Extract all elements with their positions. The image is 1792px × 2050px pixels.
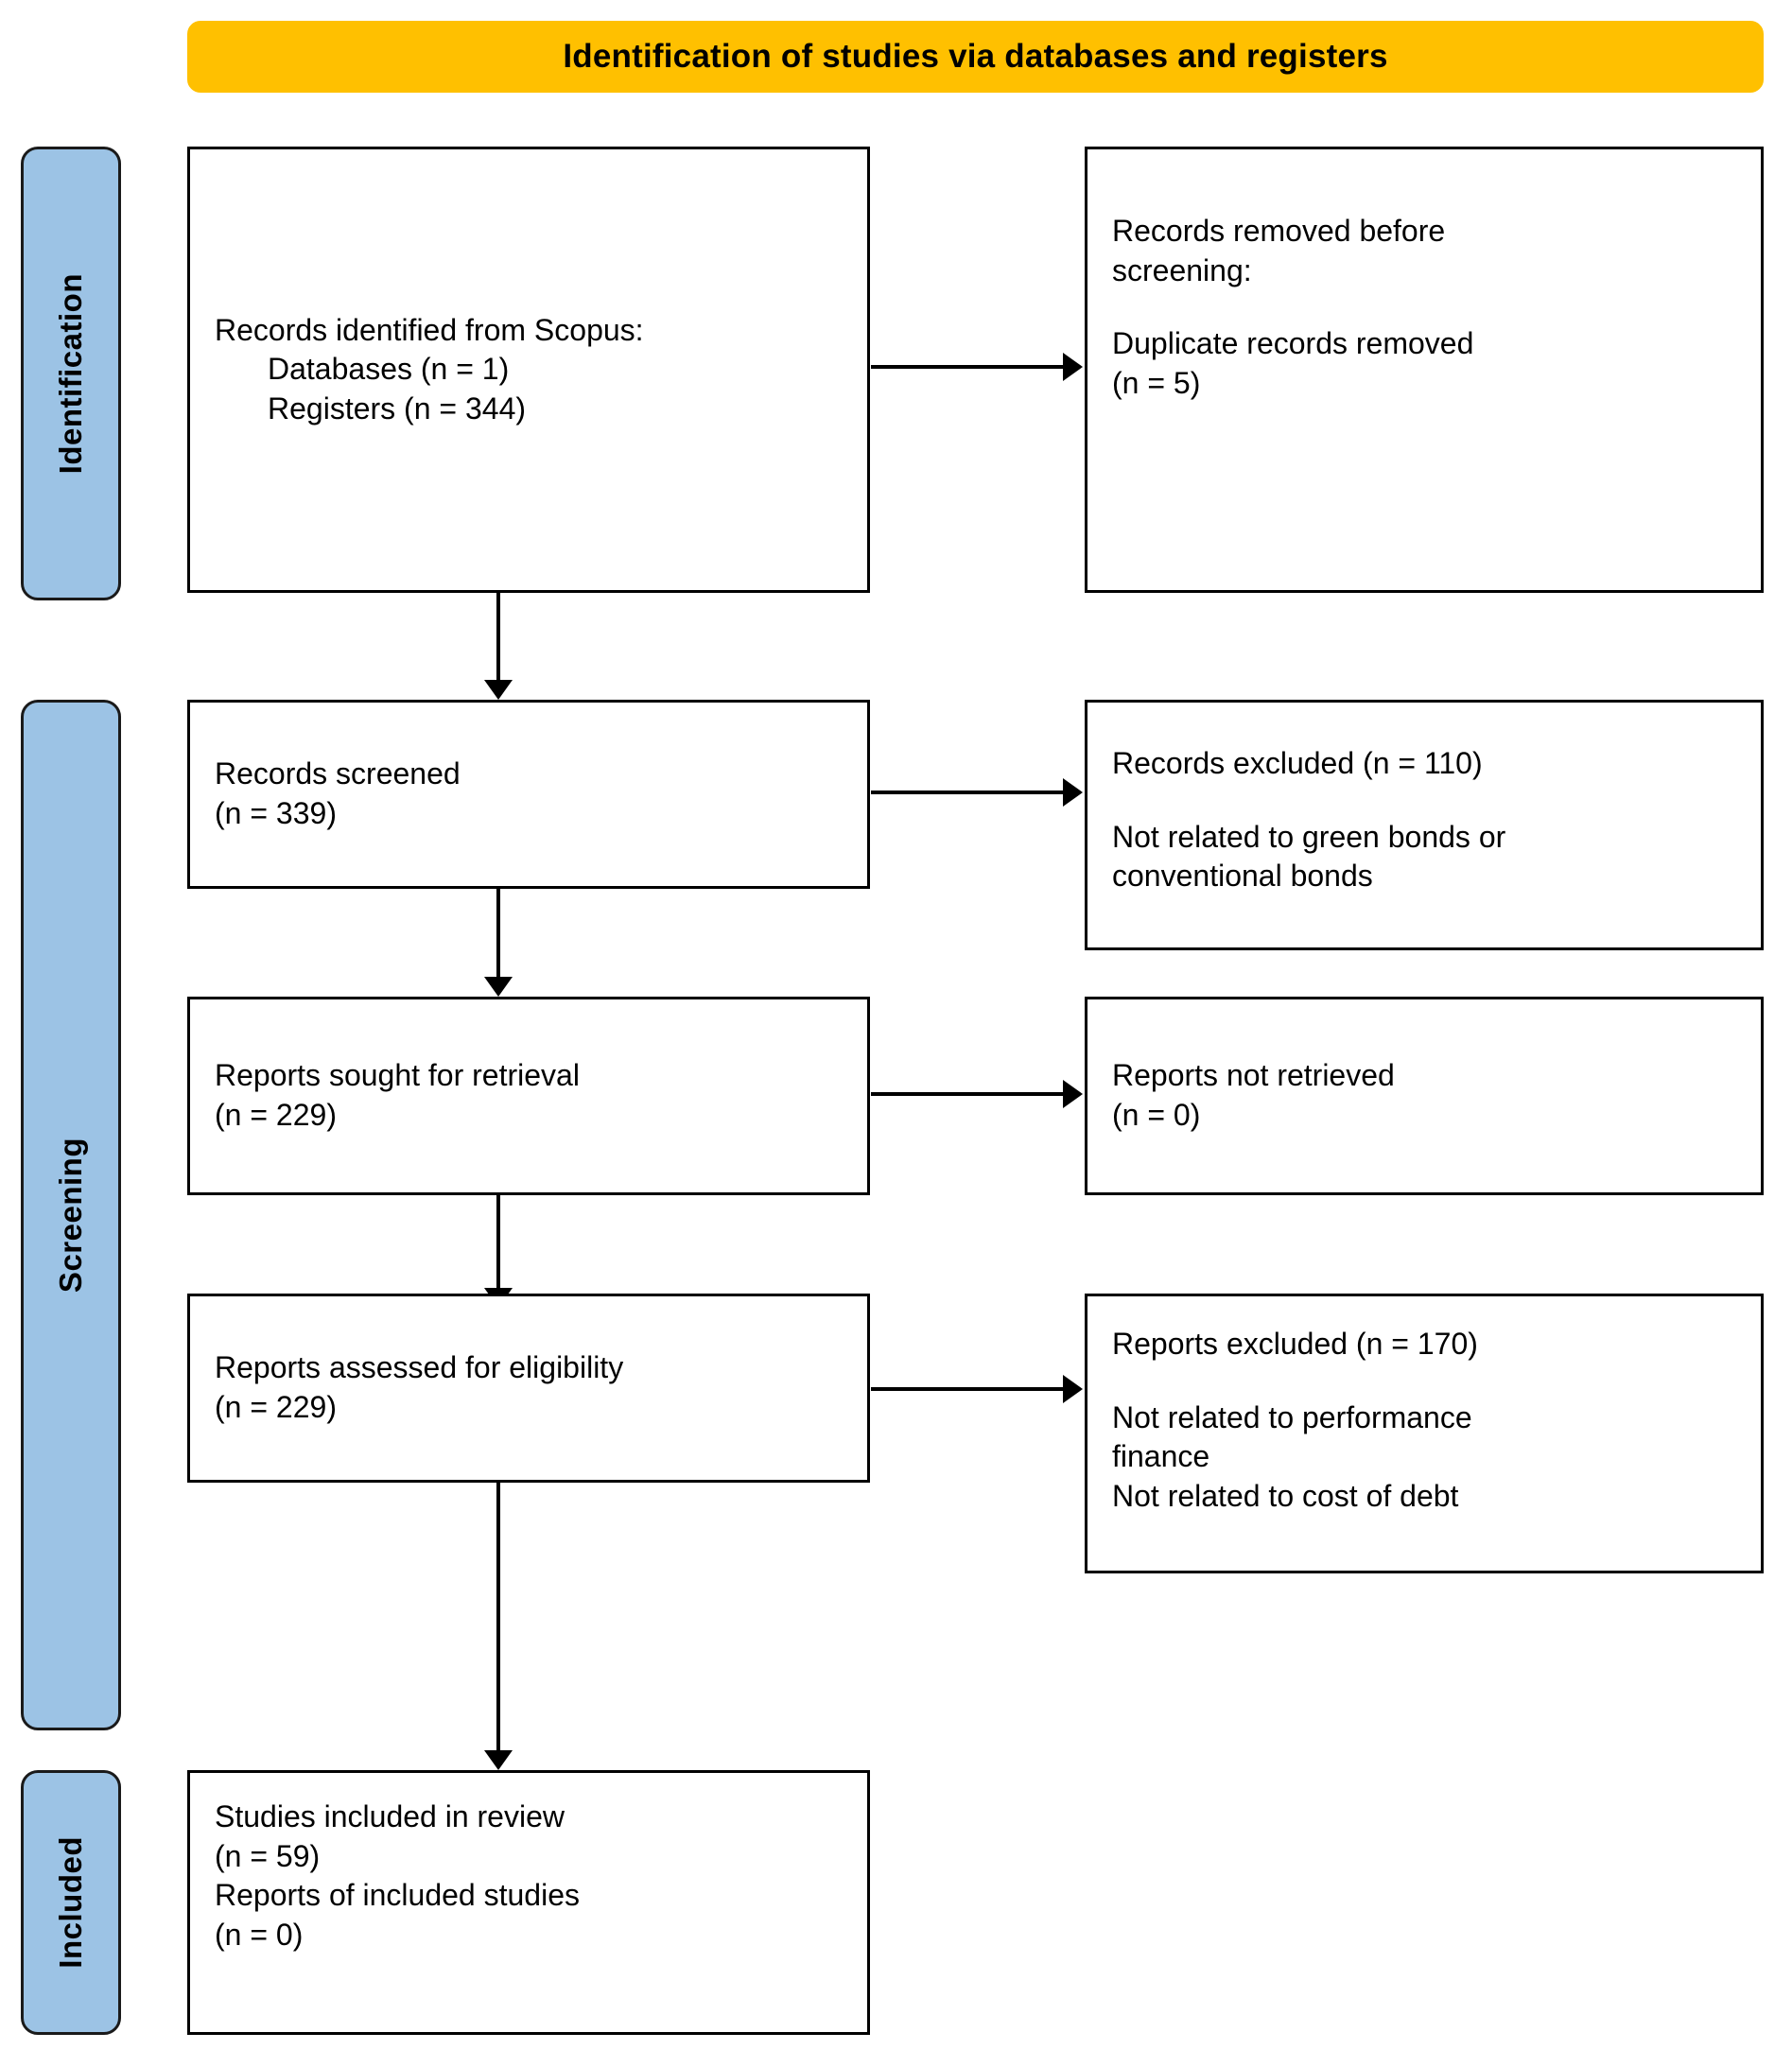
arrow-sought-to-not-retrieved: [871, 1092, 1065, 1096]
box-records-removed-before-screening: Records removed before screening: Duplic…: [1085, 147, 1764, 593]
duplicate-records-removed-label: Duplicate records removed: [1112, 326, 1474, 361]
records-identified-registers: Registers (n = 344): [268, 391, 527, 426]
arrow-assessed-to-reports-excluded: [871, 1387, 1065, 1391]
stage-label-screening: Screening: [53, 1137, 88, 1294]
reports-excluded-reason-1-cont: finance: [1112, 1439, 1210, 1474]
records-excluded-count: Records excluded (n = 110): [1112, 746, 1483, 780]
stage-bar-included: Included: [21, 1770, 121, 2035]
records-identified-source: Records identified from Scopus:: [215, 312, 644, 347]
stage-bar-identification: Identification: [21, 147, 121, 600]
records-screened-count: (n = 339): [215, 796, 337, 830]
records-removed-heading-em2: screening: [1112, 252, 1244, 287]
reports-of-included-studies-label: Reports of included studies: [215, 1878, 580, 1913]
arrow-assessed-to-included: [496, 1483, 500, 1752]
records-identified-databases: Databases (n = 1): [268, 352, 510, 387]
reports-excluded-count: Reports excluded (n = 170): [1112, 1327, 1478, 1361]
page-title: Identification of studies via databases …: [563, 38, 1388, 75]
records-excluded-reason-1: Not related to green bonds or: [1112, 819, 1506, 854]
box-records-excluded: Records excluded (n = 110) Not related t…: [1085, 700, 1764, 950]
records-removed-heading: Records removed before: [1112, 212, 1736, 252]
box-records-identified: Records identified from Scopus: Database…: [187, 147, 870, 593]
box-records-screened: Records screened (n = 339): [187, 700, 870, 889]
diagram-header-banner: Identification of studies via databases …: [187, 21, 1764, 93]
stage-bar-screening: Screening: [21, 700, 121, 1730]
studies-included-count: (n = 59): [215, 1838, 321, 1873]
records-removed-spacer: [1112, 290, 1736, 324]
records-screened-label: Records screened: [215, 756, 461, 791]
arrow-screened-to-excluded: [871, 790, 1065, 794]
reports-assessed-label: Reports assessed for eligibility: [215, 1350, 624, 1385]
box-studies-included-in-review: Studies included in review (n = 59) Repo…: [187, 1770, 870, 2035]
box-reports-sought-for-retrieval: Reports sought for retrieval (n = 229): [187, 997, 870, 1195]
stage-label-identification: Identification: [53, 272, 88, 475]
arrow-screened-to-sought: [496, 889, 500, 979]
reports-not-retrieved-count: (n = 0): [1112, 1098, 1201, 1132]
arrow-identified-to-screened: [496, 593, 500, 682]
box-reports-assessed-for-eligibility: Reports assessed for eligibility (n = 22…: [187, 1294, 870, 1483]
reports-sought-label: Reports sought for retrieval: [215, 1058, 580, 1093]
reports-excluded-reason-1: Not related to performance: [1112, 1399, 1472, 1434]
reports-excluded-spacer: [1112, 1364, 1736, 1399]
reports-excluded-reason-2: Not related to cost of debt: [1112, 1478, 1459, 1513]
records-excluded-spacer: [1112, 784, 1736, 818]
arrow-identified-to-removed: [871, 365, 1065, 369]
arrow-sought-to-assessed: [496, 1195, 500, 1290]
reports-not-retrieved-label: Reports not retrieved: [1112, 1058, 1395, 1093]
box-reports-not-retrieved: Reports not retrieved (n = 0): [1085, 997, 1764, 1195]
records-removed-heading-colon: :: [1243, 252, 1252, 287]
records-excluded-reason-2: conventional bonds: [1112, 859, 1373, 894]
studies-included-label: Studies included in review: [215, 1799, 565, 1833]
records-removed-heading-cont: screening:: [1112, 252, 1736, 291]
duplicate-records-removed-count: (n = 5): [1112, 365, 1201, 400]
stage-label-included: Included: [53, 1836, 88, 1969]
reports-sought-count: (n = 229): [215, 1098, 337, 1132]
reports-assessed-count: (n = 229): [215, 1390, 337, 1424]
box-reports-excluded: Reports excluded (n = 170) Not related t…: [1085, 1294, 1764, 1573]
records-removed-heading-plain: Records removed: [1112, 214, 1360, 248]
reports-of-included-studies-count: (n = 0): [215, 1917, 304, 1952]
records-removed-heading-em: before: [1359, 214, 1446, 248]
